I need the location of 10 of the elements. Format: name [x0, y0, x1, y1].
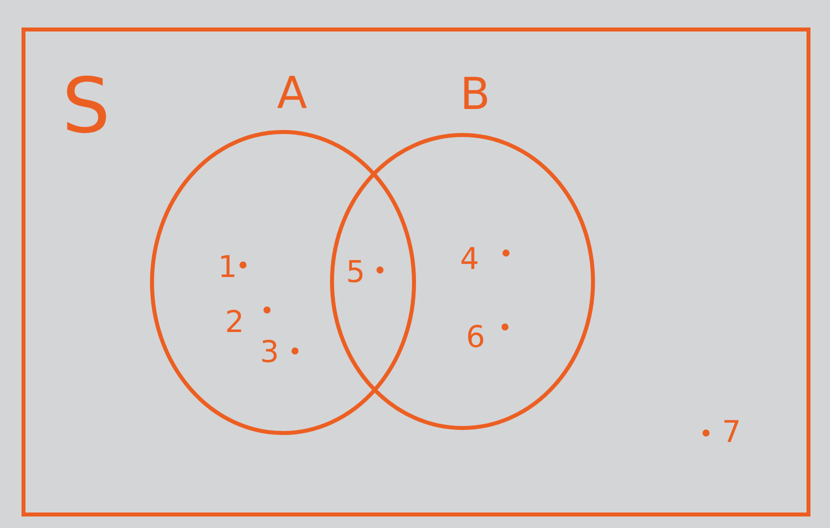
element-number: 4 [460, 245, 480, 275]
set-label: B [460, 73, 490, 117]
element-number: 2 [225, 308, 244, 338]
set-label: A [277, 72, 308, 116]
element-number: 1 [218, 253, 238, 283]
set-label: S [62, 68, 110, 144]
element-number: 7 [722, 418, 742, 448]
element-number: 6 [466, 323, 486, 353]
element-number: 3 [260, 338, 280, 368]
element-number: 5 [346, 258, 366, 288]
